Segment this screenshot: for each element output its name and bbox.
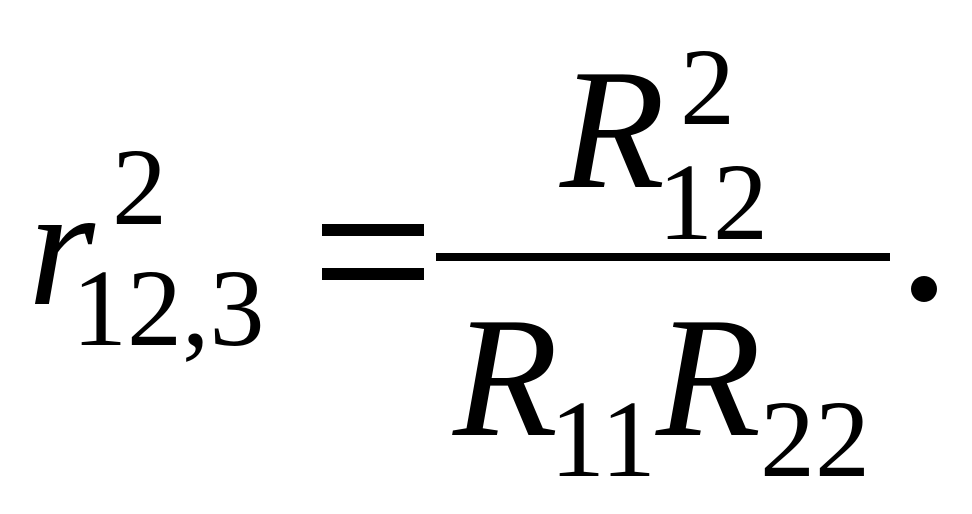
equals-sign-bottom-bar [322, 268, 424, 280]
denominator-subscript-2: 22 [760, 378, 870, 500]
lhs-subscript: 12,3 [72, 247, 265, 369]
numerator-superscript: 2 [680, 26, 735, 148]
denominator-variable-1: R [453, 283, 559, 473]
fraction-bar [436, 253, 890, 261]
numerator-subscript: 12 [658, 141, 768, 263]
lhs-superscript: 2 [112, 126, 167, 248]
equals-sign-top-bar [322, 224, 424, 236]
denominator-variable-2: R [656, 283, 762, 473]
terminating-period [911, 276, 937, 302]
lhs-variable: r [28, 152, 95, 342]
numerator-variable: R [560, 35, 666, 225]
denominator-subscript-1: 11 [550, 378, 656, 500]
